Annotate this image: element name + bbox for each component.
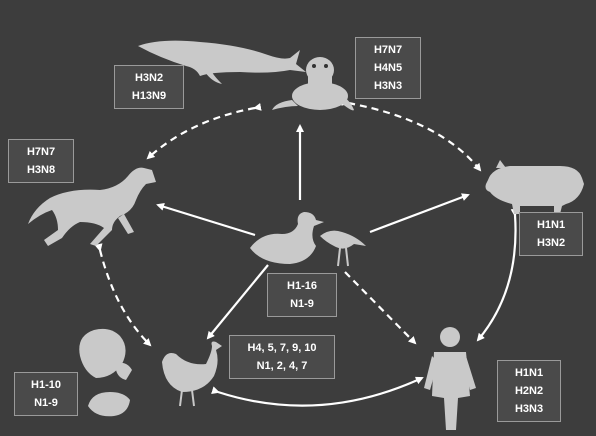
- human-subtype-3: H3N3: [504, 400, 554, 418]
- chicken-subtype-1: H4, 5, 7, 9, 10: [236, 339, 328, 357]
- turkey-quail-subtypes-box: H1-10 N1-9: [14, 372, 78, 416]
- duck-shorebird-icon: [250, 212, 366, 266]
- arrow-seal-pig-dashed: [348, 103, 480, 170]
- horse-subtypes-box: H7N7 H3N8: [8, 139, 74, 183]
- chicken-icon: [162, 342, 222, 407]
- whale-subtype-1: H3N2: [121, 69, 177, 87]
- human-subtype-2: H2N2: [504, 382, 554, 400]
- chicken-subtype-2: N1, 2, 4, 7: [236, 357, 328, 375]
- pig-icon: [486, 160, 585, 214]
- whale-subtypes-box: H3N2 H13N9: [114, 65, 184, 109]
- arrow-birds-to-human-dashed: [345, 272, 415, 343]
- pig-subtype-2: H3N2: [526, 234, 576, 252]
- pig-subtypes-box: H1N1 H3N2: [519, 212, 583, 256]
- horse-subtype-1: H7N7: [15, 143, 67, 161]
- whale-subtype-2: H13N9: [121, 87, 177, 105]
- waterfowl-subtype-1: H1-16: [274, 277, 330, 295]
- turkey-quail-subtype-1: H1-10: [21, 376, 71, 394]
- waterfowl-subtype-2: N1-9: [274, 295, 330, 313]
- human-subtype-1: H1N1: [504, 364, 554, 382]
- arrow-birds-to-horse: [158, 205, 255, 235]
- horse-subtype-2: H3N8: [15, 161, 67, 179]
- waterfowl-subtypes-box: H1-16 N1-9: [267, 273, 337, 317]
- seal-subtype-2: H4N5: [362, 59, 414, 77]
- arrow-pig-human: [478, 215, 516, 340]
- arrow-birds-to-pig: [370, 195, 468, 232]
- seal-subtype-3: H3N3: [362, 77, 414, 95]
- seal-subtype-1: H7N7: [362, 41, 414, 59]
- chicken-subtypes-box: H4, 5, 7, 9, 10 N1, 2, 4, 7: [229, 335, 335, 379]
- turkey-quail-subtype-2: N1-9: [21, 394, 71, 412]
- human-icon: [424, 327, 476, 430]
- turkey-quail-icon: [79, 329, 132, 416]
- arrow-birds-to-chicken: [208, 265, 268, 338]
- arrow-seal-horse-dashed: [148, 108, 255, 158]
- seal-subtypes-box: H7N7 H4N5 H3N3: [355, 37, 421, 99]
- pig-subtype-1: H1N1: [526, 216, 576, 234]
- arrow-chicken-human: [218, 378, 422, 406]
- human-subtypes-box: H1N1 H2N2 H3N3: [497, 360, 561, 422]
